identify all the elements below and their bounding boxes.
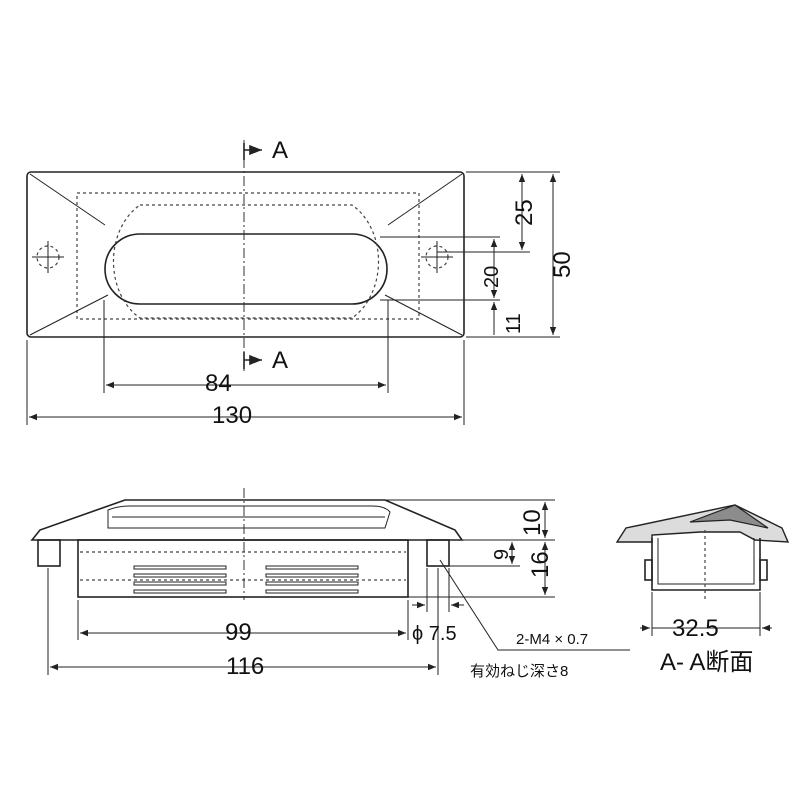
section-mark-top: A xyxy=(272,137,288,164)
dim-section-width: 32.5 xyxy=(672,615,719,642)
inner-recess-dashed xyxy=(76,192,420,320)
thread-note: 2-M4 × 0.7 xyxy=(516,631,588,648)
leader-line xyxy=(439,559,630,651)
section-cap xyxy=(689,504,769,529)
dim-boss-height: 9 xyxy=(491,549,513,560)
section-title: A- A断面 xyxy=(660,649,753,676)
chamfer-line xyxy=(29,294,109,336)
top-view: A A 84 130 50 25 20 11 xyxy=(26,137,576,429)
vent-slots-right xyxy=(265,565,359,594)
dim-pitch: 25 xyxy=(511,199,538,226)
dim-hole-span: 20 xyxy=(481,266,503,288)
dim-edge-offset: 11 xyxy=(503,313,525,334)
vent-slots-left xyxy=(133,565,227,594)
section-mark-bottom: A xyxy=(272,347,288,374)
dim-body-width: 99 xyxy=(225,619,252,646)
chamfer-line xyxy=(29,173,106,226)
section-view: 32.5 A- A断面 xyxy=(615,504,790,676)
section-body-inner xyxy=(657,538,755,585)
dim-overall-width: 130 xyxy=(212,402,252,429)
section-body xyxy=(651,538,761,591)
boss-left xyxy=(37,539,61,567)
dim-inner-width: 84 xyxy=(205,370,232,397)
dim-flange-height: 10 xyxy=(519,509,546,536)
front-view: 99 116 ϕ 7.5 2-M4 × 0.7 有効ねじ深さ8 10 9 16 xyxy=(30,488,630,680)
outer-plate xyxy=(26,171,465,338)
slot-rim-dashed xyxy=(112,204,380,319)
dim-overall-width-front: 116 xyxy=(226,653,264,680)
section-clip-right xyxy=(759,559,768,581)
body xyxy=(77,539,409,598)
grip-top xyxy=(107,505,391,529)
chamfer-line xyxy=(384,294,463,336)
thread-depth-note: 有効ねじ深さ8 xyxy=(470,663,568,680)
dim-hole-diameter: ϕ 7.5 xyxy=(412,623,457,645)
dim-body-height: 16 xyxy=(527,551,554,578)
section-clip-left xyxy=(644,559,653,581)
chamfer-line xyxy=(387,173,463,226)
dim-height: 50 xyxy=(549,251,576,278)
grip-slot xyxy=(104,233,388,305)
boss-right xyxy=(426,539,450,567)
